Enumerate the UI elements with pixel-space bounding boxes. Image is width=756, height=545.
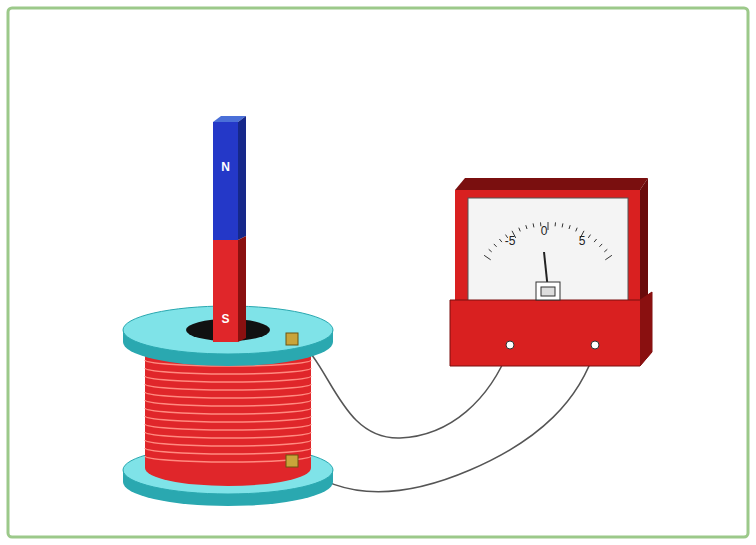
winding-line bbox=[145, 376, 311, 382]
pole-label: N bbox=[221, 160, 230, 174]
winding-line bbox=[145, 400, 311, 406]
winding-line bbox=[145, 448, 311, 454]
wire bbox=[296, 347, 596, 492]
coil-winding bbox=[145, 345, 311, 486]
winding-line bbox=[145, 392, 311, 398]
terminal bbox=[286, 333, 298, 467]
frame bbox=[8, 8, 748, 537]
scale-number: 0 bbox=[541, 224, 548, 238]
scale-number: -5 bbox=[505, 234, 516, 248]
scale-number: 5 bbox=[579, 234, 586, 248]
bar-magnet bbox=[213, 116, 246, 342]
meter-scale bbox=[484, 222, 612, 260]
winding-line bbox=[145, 408, 311, 414]
pivot bbox=[536, 282, 560, 300]
bar-magnet-label: NS bbox=[213, 122, 238, 342]
winding-line bbox=[145, 416, 311, 422]
meter-face: -5 0 5 bbox=[468, 198, 628, 282]
pole-label: S bbox=[221, 312, 229, 326]
winding-line bbox=[145, 424, 311, 430]
winding-line bbox=[145, 432, 311, 438]
winding-line bbox=[145, 384, 311, 390]
winding-line bbox=[145, 368, 311, 374]
galvanometer bbox=[450, 178, 652, 366]
winding-line bbox=[145, 440, 311, 446]
